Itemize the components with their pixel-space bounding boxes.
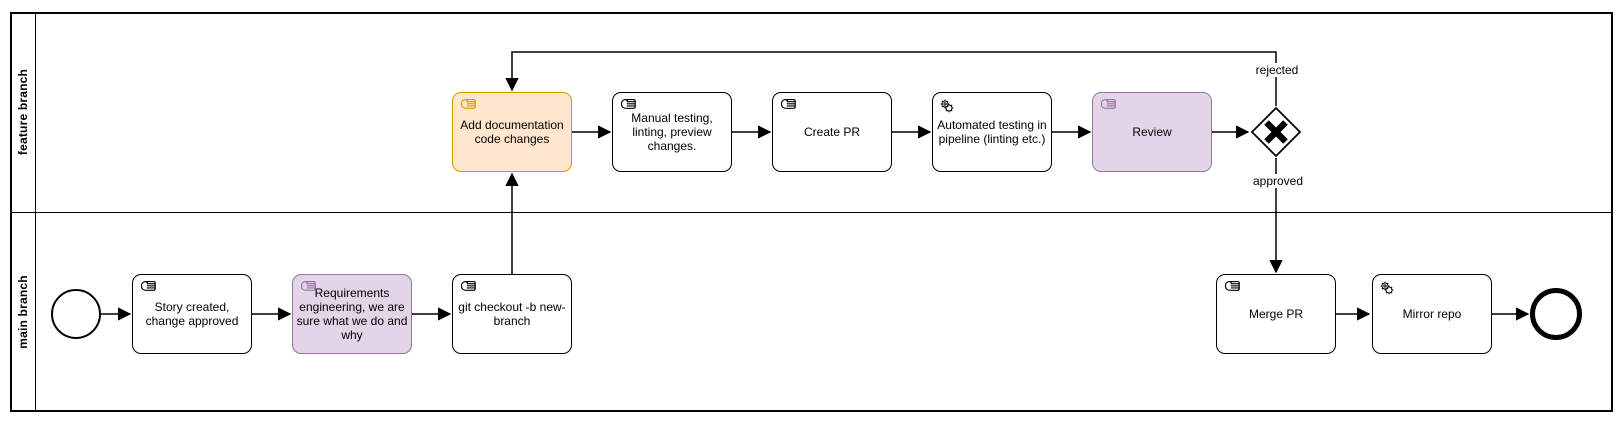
- hand-icon: [780, 98, 796, 109]
- hand-icon: [300, 280, 316, 291]
- task-merge-pr: Merge PR: [1216, 274, 1336, 354]
- hand-icon: [140, 280, 156, 291]
- lane-label-main-branch: main branch: [16, 275, 30, 349]
- task-story-created: Story created, change approved: [132, 274, 252, 354]
- task-requirements-engineering: Requirements engineering, we are sure wh…: [292, 274, 412, 354]
- lane-label-feature-branch: feature branch: [16, 68, 30, 156]
- hand-icon: [1224, 280, 1240, 291]
- task-add-documentation: Add documentation code changes: [452, 92, 572, 172]
- task-label: git checkout -b new-branch: [458, 299, 566, 328]
- gears-icon: [940, 99, 954, 113]
- gateway-x-icon: [1264, 120, 1288, 144]
- task-label: Manual testing, linting, preview changes…: [631, 110, 713, 154]
- task-label: Merge PR: [1248, 306, 1304, 321]
- task-create-pr: Create PR: [772, 92, 892, 172]
- lane-divider: [10, 212, 1613, 213]
- task-mirror-repo: Mirror repo: [1372, 274, 1492, 354]
- hand-icon: [460, 98, 476, 109]
- task-review: Review: [1092, 92, 1212, 172]
- gears-icon: [1380, 281, 1394, 295]
- hand-icon: [1100, 98, 1116, 109]
- task-manual-testing: Manual testing, linting, preview changes…: [612, 92, 732, 172]
- task-label: Create PR: [803, 124, 861, 139]
- task-git-checkout: git checkout -b new-branch: [452, 274, 572, 354]
- hand-icon: [460, 280, 476, 291]
- task-label: Mirror repo: [1402, 306, 1462, 321]
- task-label: Requirements engineering, we are sure wh…: [296, 285, 408, 343]
- exclusive-gateway: [1250, 106, 1302, 158]
- flow-label-approved: approved: [1250, 174, 1306, 188]
- task-label: Add documentation code changes: [460, 117, 564, 146]
- task-label: Automated testing in pipeline (linting e…: [937, 117, 1047, 146]
- task-label: Review: [1132, 124, 1172, 139]
- start-event: [51, 289, 101, 339]
- hand-icon: [620, 98, 636, 109]
- flow-label-rejected: rejected: [1253, 63, 1301, 77]
- task-automated-testing: Automated testing in pipeline (linting e…: [932, 92, 1052, 172]
- task-label: Story created, change approved: [145, 299, 239, 328]
- end-event: [1530, 288, 1582, 340]
